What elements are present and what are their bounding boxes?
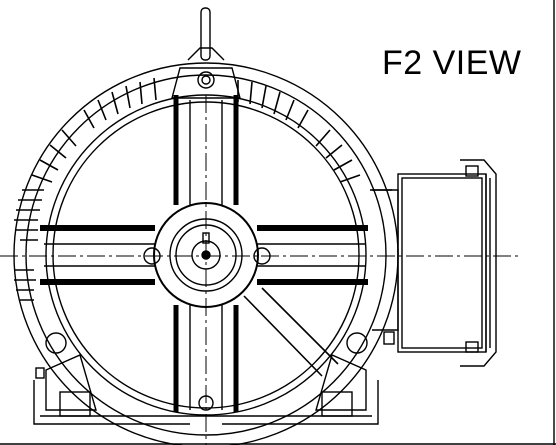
terminal-box [372, 159, 497, 367]
side-bolts [35, 331, 395, 379]
lifting-eyebolt [187, 7, 225, 89]
center-lines [0, 95, 520, 445]
view-label: F2 VIEW [382, 44, 522, 82]
vertical-rib-inner [189, 100, 223, 410]
top-boss [171, 67, 241, 99]
diagonal-rib [243, 287, 339, 377]
horizontal-ribs [40, 225, 368, 285]
mounting-feet [33, 354, 379, 425]
horizontal-rib-inner [44, 243, 366, 267]
vertical-ribs [173, 95, 239, 412]
cooling-fins [14, 77, 392, 301]
